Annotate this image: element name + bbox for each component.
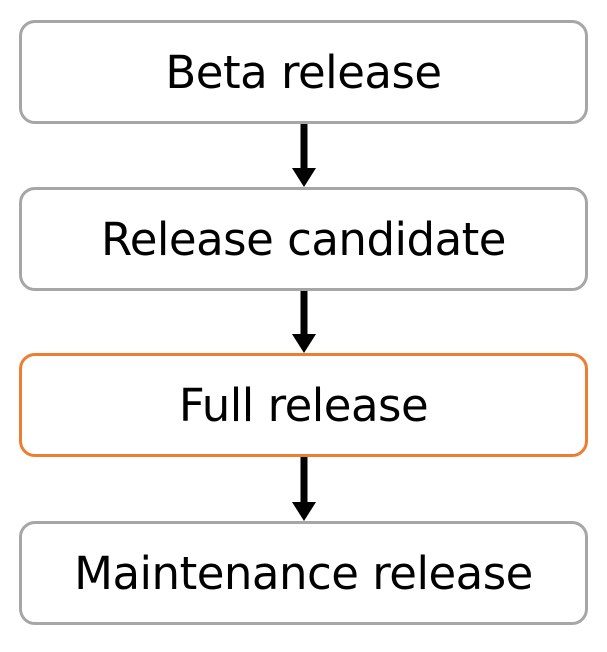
flow-node-label: Full release — [178, 378, 429, 432]
flow-node-label: Beta release — [165, 45, 442, 99]
flow-node-beta-release[interactable]: Beta release — [19, 20, 588, 124]
flow-arrow-beta-to-candidate — [0, 124, 607, 187]
flow-node-label: Maintenance release — [74, 546, 533, 600]
flow-node-release-candidate[interactable]: Release candidate — [19, 187, 588, 291]
flow-node-maintenance-release[interactable]: Maintenance release — [19, 521, 588, 625]
flow-arrow-candidate-to-full — [0, 291, 607, 353]
flow-arrow-full-to-maintenance — [0, 457, 607, 521]
flow-node-full-release[interactable]: Full release — [19, 353, 588, 457]
flow-node-label: Release candidate — [100, 212, 507, 266]
